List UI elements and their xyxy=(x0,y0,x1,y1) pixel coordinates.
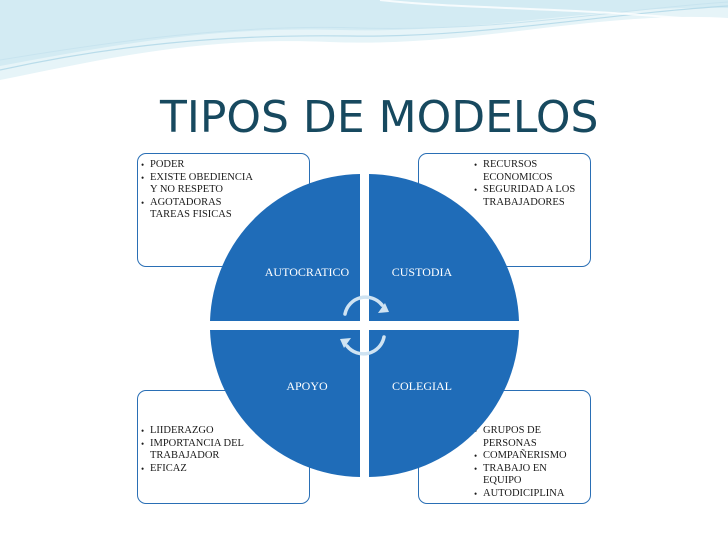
apoyo-list: LIIDERAZGO IMPORTANCIA DEL TRABAJADOR EF… xyxy=(141,425,261,475)
apoyo-label: APOYO xyxy=(286,379,328,393)
list-item: PODER xyxy=(141,159,261,172)
custodia-label: CUSTODIA xyxy=(391,265,453,279)
list-item: IMPORTANCIA DEL TRABAJADOR xyxy=(141,438,261,463)
list-item: AUTODICIPLINA xyxy=(474,488,586,501)
colegial-label: COLEGIAL xyxy=(392,379,452,393)
list-item: EXISTE OBEDIENCIA Y NO RESPETO xyxy=(141,172,261,197)
list-item: TRABAJO EN EQUIPO xyxy=(474,463,586,488)
list-item: EFICAZ xyxy=(141,463,261,476)
autocratico-label: AUTOCRATICO xyxy=(264,265,350,279)
quadrant-colegial xyxy=(369,330,519,477)
autocratico-list: PODER EXISTE OBEDIENCIA Y NO RESPETO AGO… xyxy=(141,159,261,222)
page-title: TIPOS DE MODELOS xyxy=(160,92,599,143)
list-item: RECURSOS ECONOMICOS xyxy=(474,159,586,184)
quadrant-custodia xyxy=(369,174,519,321)
circular-arrows-icon xyxy=(343,295,386,356)
header-wave-decoration xyxy=(0,0,728,80)
quadrant-apoyo xyxy=(210,330,360,477)
list-item: LIIDERAZGO xyxy=(141,425,261,438)
list-item: SEGURIDAD A LOS TRABAJADORES xyxy=(474,184,586,209)
list-item: AGOTADORAS TAREAS FISICAS xyxy=(141,197,261,222)
quadrant-autocratico xyxy=(210,174,360,321)
custodia-list: RECURSOS ECONOMICOS SEGURIDAD A LOS TRAB… xyxy=(474,159,586,209)
list-item: COMPAÑERISMO xyxy=(474,450,586,463)
